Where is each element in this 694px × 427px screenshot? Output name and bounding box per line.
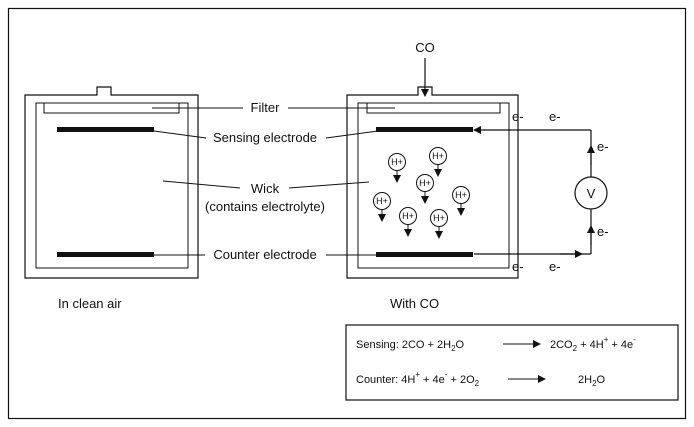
sensor-with-co: H+ H+ H+ H+ H+ H+ H+ bbox=[346, 58, 519, 279]
electron-label: e- bbox=[549, 259, 561, 274]
sensing-electrode bbox=[376, 127, 473, 132]
figure-frame bbox=[7, 7, 687, 420]
wick-leader-right bbox=[288, 181, 370, 189]
svg-text:H+: H+ bbox=[402, 211, 414, 221]
wick-label: Wick bbox=[251, 181, 280, 196]
svg-text:H+: H+ bbox=[391, 157, 403, 167]
svg-text:H+: H+ bbox=[455, 190, 467, 200]
electron-label: e- bbox=[512, 259, 524, 274]
co-label: CO bbox=[415, 40, 435, 55]
electron-label: e- bbox=[549, 109, 561, 124]
hydrogen-ion: H+ bbox=[430, 209, 448, 239]
filter-label: Filter bbox=[251, 100, 281, 115]
hydrogen-ion: H+ bbox=[429, 147, 447, 177]
electron-label: e- bbox=[597, 139, 609, 154]
electron-label: e- bbox=[512, 109, 524, 124]
wick-note: (contains electrolyte) bbox=[205, 199, 325, 214]
electron-label: e- bbox=[597, 224, 609, 239]
sensing-electrode bbox=[57, 127, 154, 132]
sensing-equation-left: Sensing: 2CO + 2H2O bbox=[356, 339, 465, 353]
counter-equation-right: 2H2O bbox=[578, 374, 606, 388]
svg-text:H+: H+ bbox=[433, 213, 445, 223]
voltmeter-label: V bbox=[587, 186, 596, 201]
hydrogen-ion: H+ bbox=[416, 174, 434, 204]
caption-with-co: With CO bbox=[390, 296, 439, 311]
voltmeter bbox=[574, 176, 608, 210]
counter-electrode-label: Counter electrode bbox=[213, 247, 316, 262]
hydrogen-ion: H+ bbox=[452, 186, 470, 216]
wick-leader-left bbox=[162, 180, 241, 189]
counter-electrode bbox=[57, 252, 154, 257]
external-circuit: V e- e- e- e- e- e- bbox=[473, 109, 609, 274]
hydrogen-ion: H+ bbox=[399, 207, 417, 237]
svg-text:H+: H+ bbox=[376, 196, 388, 206]
hydrogen-ion: H+ bbox=[373, 192, 391, 222]
sensor-clean-air bbox=[24, 86, 199, 279]
reaction-equations-box: Sensing: 2CO + 2H2O 2CO2 + 4H+ + 4e- Cou… bbox=[345, 324, 679, 401]
svg-text:H+: H+ bbox=[432, 151, 444, 161]
sensing-leader-right bbox=[325, 130, 379, 139]
sensing-leader-left bbox=[153, 130, 207, 139]
counter-electrode bbox=[376, 252, 473, 257]
sensor-housing-outer bbox=[24, 86, 199, 279]
sensing-electrode-label: Sensing electrode bbox=[213, 130, 317, 145]
svg-text:H+: H+ bbox=[419, 178, 431, 188]
hydrogen-ion: H+ bbox=[388, 153, 406, 183]
sensing-equation-right: 2CO2 + 4H+ + 4e- bbox=[550, 335, 636, 353]
caption-clean-air: In clean air bbox=[58, 296, 122, 311]
sensor-housing-outer bbox=[346, 86, 519, 279]
counter-equation-left: Counter: 4H+ + 4e- + 2O2 bbox=[356, 370, 480, 388]
